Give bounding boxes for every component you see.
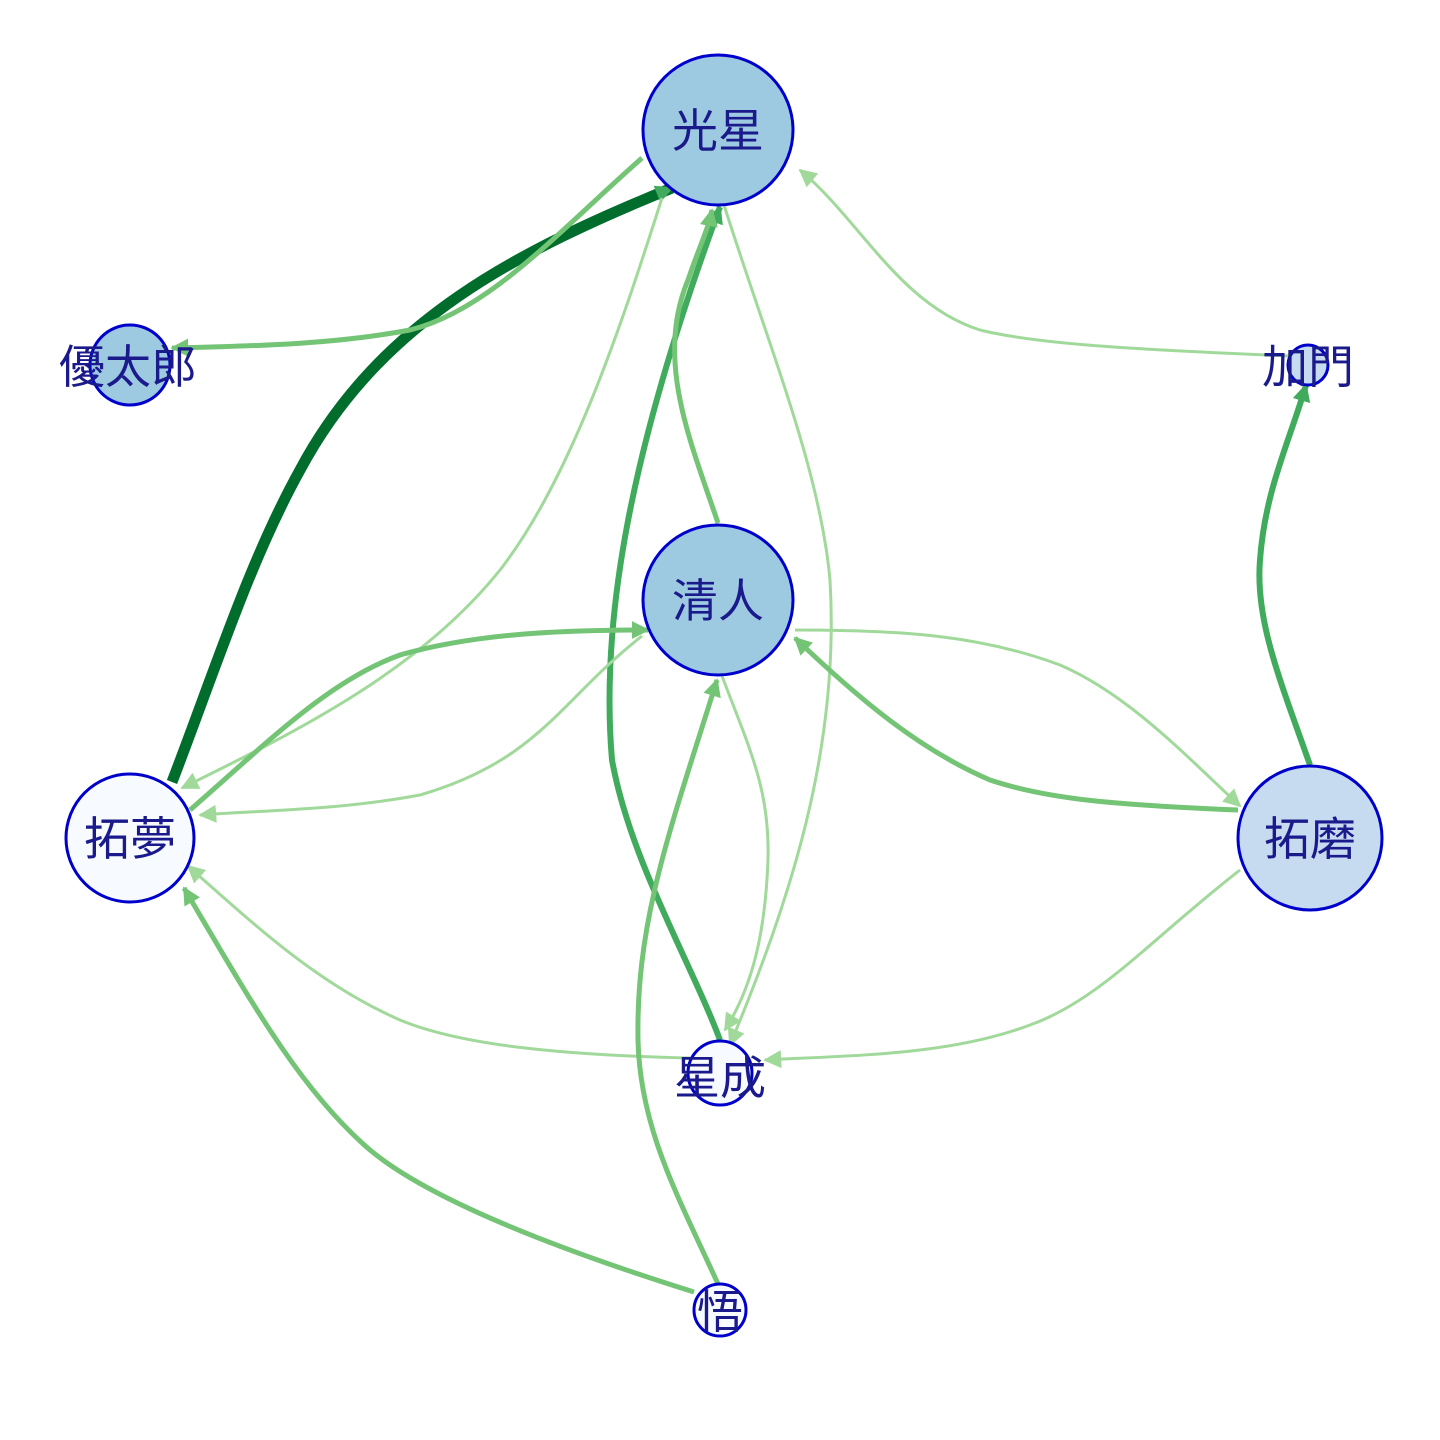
edge-takuma-to-seinari xyxy=(763,868,1241,1069)
node-label: 光星 xyxy=(672,104,764,158)
node-label: 優太郎 xyxy=(59,340,197,394)
edge-kosei-to-yutaro xyxy=(170,156,644,357)
edge-kiyoto-to-takuma xyxy=(794,628,1242,808)
edge-satoru-to-takumu xyxy=(181,886,695,1295)
edge-kosei-to-takumu xyxy=(180,197,664,790)
node-label: 拓夢 xyxy=(84,812,176,866)
edge-takumu-to-kosei xyxy=(166,182,675,784)
edge-kosei-to-seinari xyxy=(722,204,833,1047)
node-takumu[interactable]: 拓夢 xyxy=(64,772,196,904)
node-takuma[interactable]: 拓磨 xyxy=(1236,764,1384,912)
edge-takumu-to-kiyoto xyxy=(188,621,650,812)
node-kosei[interactable]: 光星 xyxy=(641,53,795,207)
edge-kamon-to-kosei xyxy=(798,168,1291,358)
edge-layer xyxy=(166,156,1313,1295)
node-label: 加門 xyxy=(1262,340,1354,394)
node-yutaro[interactable]: 優太郎 xyxy=(59,323,197,407)
edge-seinari-to-takumu xyxy=(186,864,691,1060)
node-label: 清人 xyxy=(672,574,764,628)
edge-kiyoto-to-seinari xyxy=(720,675,770,1032)
node-kiyoto[interactable]: 清人 xyxy=(641,523,795,677)
node-satoru[interactable]: 悟 xyxy=(692,1282,748,1339)
edge-kiyoto-to-takumu xyxy=(198,634,643,823)
node-label: 星成 xyxy=(674,1051,766,1105)
node-label: 悟 xyxy=(697,1285,743,1339)
node-kamon[interactable]: 加門 xyxy=(1262,340,1354,394)
node-label: 拓磨 xyxy=(1264,812,1356,866)
edge-seinari-to-kosei xyxy=(606,205,723,1042)
edge-satoru-to-kiyoto xyxy=(635,678,721,1286)
edge-kiyoto-to-kosei xyxy=(672,208,721,524)
edge-takuma-to-kamon xyxy=(1256,383,1313,766)
node-layer: 光星 優太郎 加門 清人 拓夢 拓磨 星成 悟 xyxy=(59,53,1384,1339)
edge-takuma-to-kiyoto xyxy=(793,636,1239,813)
node-seinari[interactable]: 星成 xyxy=(674,1039,766,1107)
